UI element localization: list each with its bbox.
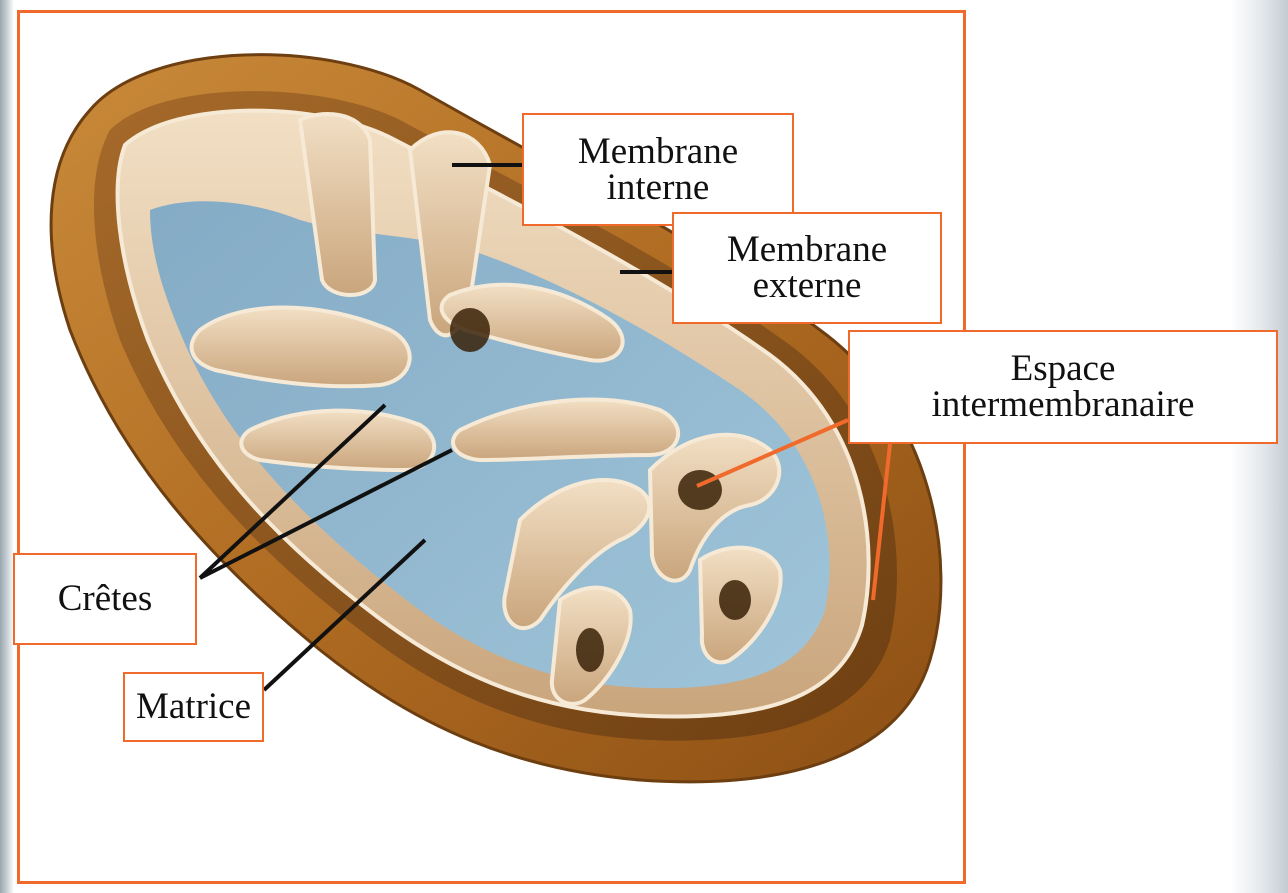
label-membrane-interne-line1: Membrane: [578, 134, 738, 170]
label-membrane-externe: Membrane externe: [672, 212, 942, 324]
label-membrane-interne: Membrane interne: [522, 113, 794, 226]
label-espace-line2: intermembranaire: [932, 387, 1195, 423]
label-matrice-text: Matrice: [136, 689, 251, 725]
label-cretes: Crêtes: [13, 553, 197, 645]
label-membrane-externe-line2: externe: [753, 268, 862, 304]
label-matrice: Matrice: [123, 672, 264, 742]
label-espace-intermembranaire: Espace intermembranaire: [848, 330, 1278, 444]
label-membrane-interne-line2: interne: [607, 170, 710, 206]
label-cretes-text: Crêtes: [58, 581, 153, 617]
label-membrane-externe-line1: Membrane: [727, 232, 887, 268]
label-espace-line1: Espace: [1011, 351, 1116, 387]
